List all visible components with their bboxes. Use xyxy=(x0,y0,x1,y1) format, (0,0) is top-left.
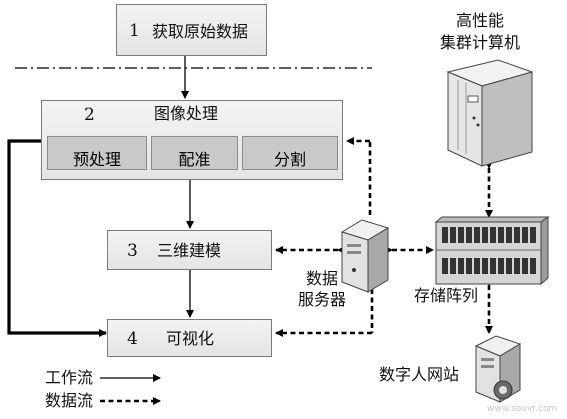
step-acquire-number: 1 xyxy=(129,21,140,41)
substep-registration-label: 配准 xyxy=(178,150,211,169)
hpc-label-line1: 高性能 xyxy=(456,11,505,30)
step-visualization-label: 可视化 xyxy=(166,329,215,348)
step-visualization-number: 4 xyxy=(127,329,138,349)
digital-human-site-label: 数字人网站 xyxy=(379,365,460,384)
legend-workflow-label: 工作流 xyxy=(45,368,94,387)
data-server-label-line1: 数据 xyxy=(306,269,339,288)
data-server-label-line2: 服务器 xyxy=(298,290,347,309)
hpc-label-line2: 集群计算机 xyxy=(440,33,521,52)
substep-preprocess-box: 预处理 xyxy=(47,136,147,170)
watermark-url: www.souvr.com xyxy=(487,404,558,414)
step-acquire-label: 获取原始数据 xyxy=(152,22,249,41)
step-image-processing-box: 2 图像处理 预处理 配准 分割 xyxy=(41,100,343,180)
storage-array-label: 存储阵列 xyxy=(414,286,479,305)
step-acquire-box: 1 获取原始数据 xyxy=(116,4,267,56)
substep-segmentation-label: 分割 xyxy=(273,150,306,169)
workflow-bypass-arrow xyxy=(7,139,107,337)
step-visualization-box: 4 可视化 xyxy=(107,319,272,357)
web-server-icon xyxy=(474,335,522,403)
substep-preprocess-label: 预处理 xyxy=(72,150,121,169)
storage-array-icon xyxy=(434,216,550,286)
legend-dataflow-label: 数据流 xyxy=(45,391,94,410)
data-server-icon xyxy=(340,219,390,293)
step-image-processing-number: 2 xyxy=(84,105,95,125)
step-modeling-box: 3 三维建模 xyxy=(107,230,272,270)
step-image-processing-label: 图像处理 xyxy=(154,104,219,123)
step-modeling-label: 三维建模 xyxy=(157,241,222,260)
substep-segmentation-box: 分割 xyxy=(242,136,338,170)
hpc-cluster-icon xyxy=(446,59,534,167)
substep-registration-box: 配准 xyxy=(151,136,238,170)
step-modeling-number: 3 xyxy=(127,241,138,261)
